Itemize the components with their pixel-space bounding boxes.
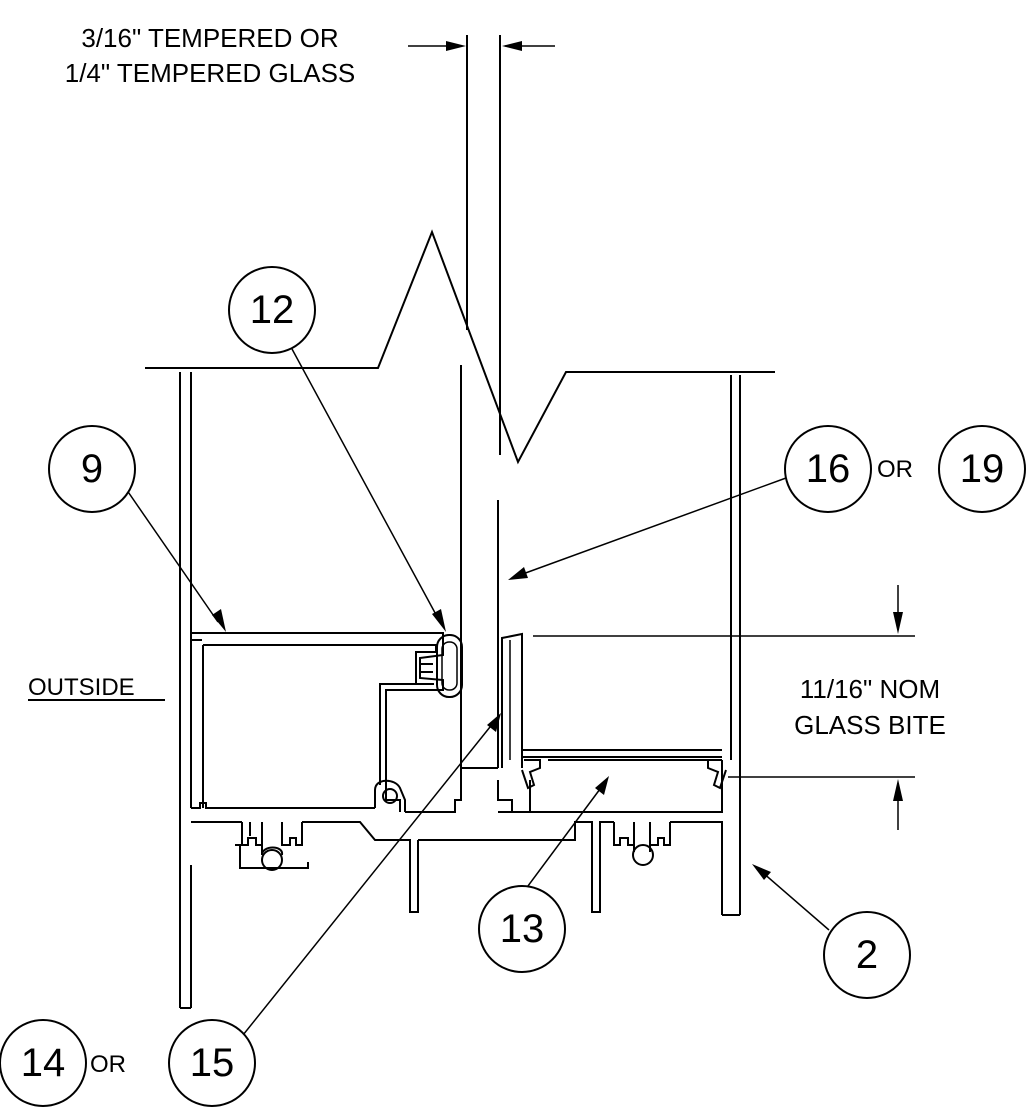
callout-13-label: 13 xyxy=(500,907,545,951)
glass-bite-note-line1: 11/16" NOM xyxy=(800,674,940,704)
glass-spec-note-line2: 1/4" TEMPERED GLASS xyxy=(65,58,356,88)
frame-jamb-lines xyxy=(179,372,741,1009)
callout-or-label-b: OR xyxy=(90,1051,126,1078)
glazing-stop xyxy=(191,632,444,812)
callout-9-label: 9 xyxy=(81,447,103,491)
callout-13: 13 xyxy=(478,885,566,973)
callout-15: 15 xyxy=(168,1019,256,1107)
callout-12: 12 xyxy=(228,266,316,354)
glazing-gasket xyxy=(436,634,463,698)
glass-bite-dimension xyxy=(533,585,915,830)
callout-2-label: 2 xyxy=(856,933,878,977)
callout-2: 2 xyxy=(823,911,911,999)
callout-19: 19 xyxy=(938,425,1026,513)
callout-14-label: 14 xyxy=(21,1041,66,1085)
glass-thickness-dimension xyxy=(408,41,555,51)
setting-block xyxy=(501,632,523,768)
callout-15-label: 15 xyxy=(190,1041,235,1085)
sill-extrusion xyxy=(191,760,723,915)
leader-lines xyxy=(123,348,830,1046)
callout-19-label: 19 xyxy=(960,447,1005,491)
callout-16: 16 xyxy=(784,425,872,513)
callout-or-label-a: OR xyxy=(877,456,913,483)
glazing-adaptor xyxy=(521,749,727,790)
glass-spec-note-line1: 3/16" TEMPERED OR xyxy=(81,23,338,53)
callout-12-label: 12 xyxy=(250,288,295,332)
callout-14: 14 xyxy=(0,1019,87,1107)
glass-pane xyxy=(460,35,501,769)
break-line xyxy=(145,229,775,465)
callout-16-label: 16 xyxy=(806,447,851,491)
glass-bite-note-line2: GLASS BITE xyxy=(794,710,946,740)
outside-label: OUTSIDE xyxy=(28,674,135,701)
callout-9: 9 xyxy=(48,425,136,513)
